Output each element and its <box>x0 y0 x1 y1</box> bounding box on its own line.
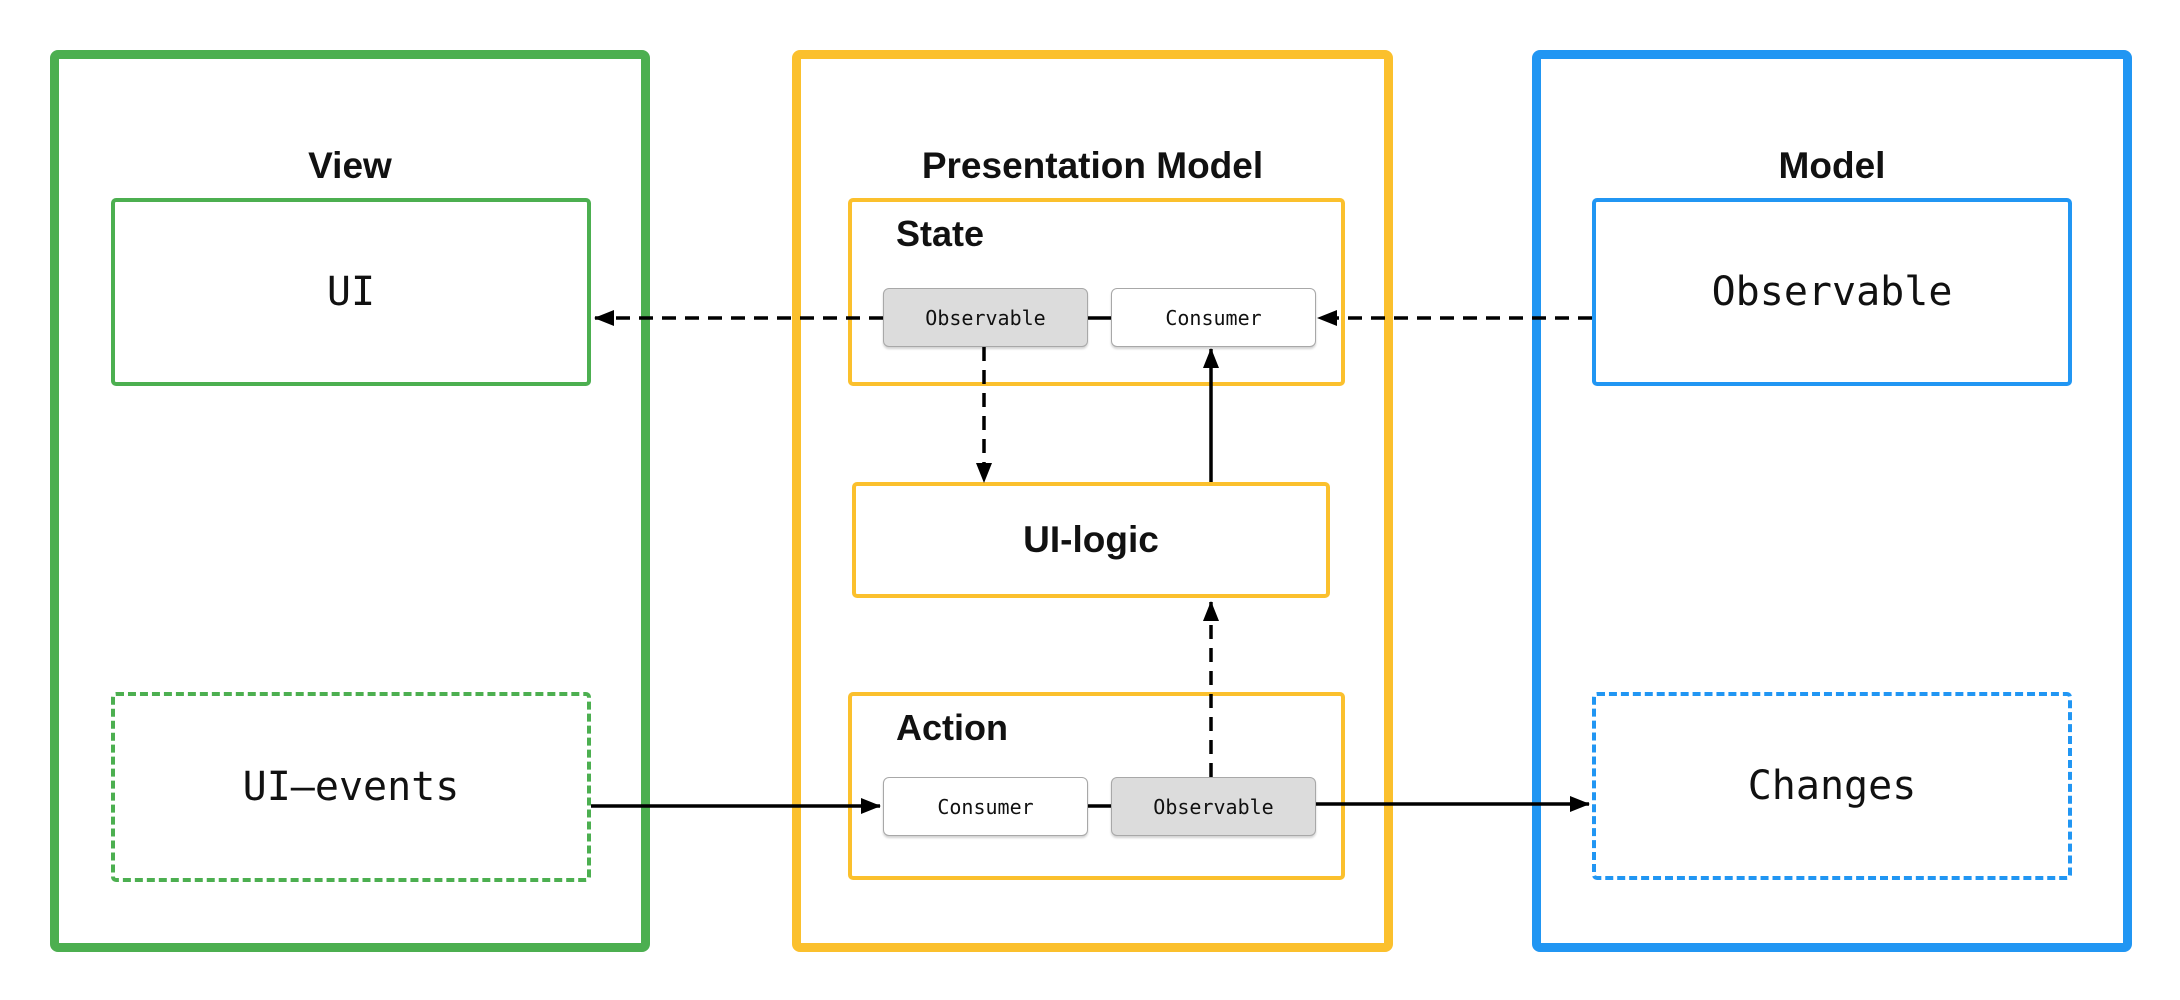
changes-box: Changes <box>1592 692 2072 880</box>
state-consumer-chip: Consumer <box>1111 288 1316 347</box>
presentation-model-panel: Presentation Model <box>792 50 1393 952</box>
action-consumer-chip: Consumer <box>883 777 1088 836</box>
state-observable-chip: Observable <box>883 288 1088 347</box>
ui-label: UI <box>326 269 376 315</box>
ui-logic-box: UI-logic <box>852 482 1330 598</box>
model-observable-label: Observable <box>1711 269 1953 315</box>
ui-events-label: UI–events <box>242 764 460 810</box>
ui-logic-label: UI-logic <box>1023 519 1159 560</box>
presentation-model-title: Presentation Model <box>921 145 1264 186</box>
model-observable-box: Observable <box>1592 198 2072 386</box>
model-title: Model <box>1778 145 1886 186</box>
view-title: View <box>308 145 392 186</box>
action-title: Action <box>896 707 1008 748</box>
view-panel: View <box>50 50 650 952</box>
model-panel: Model <box>1532 50 2132 952</box>
ui-box: UI <box>111 198 591 386</box>
changes-label: Changes <box>1747 763 1917 809</box>
ui-events-box: UI–events <box>111 692 591 882</box>
action-observable-chip: Observable <box>1111 777 1316 836</box>
action-box <box>848 692 1345 880</box>
state-box <box>848 198 1345 386</box>
state-title: State <box>896 213 985 254</box>
